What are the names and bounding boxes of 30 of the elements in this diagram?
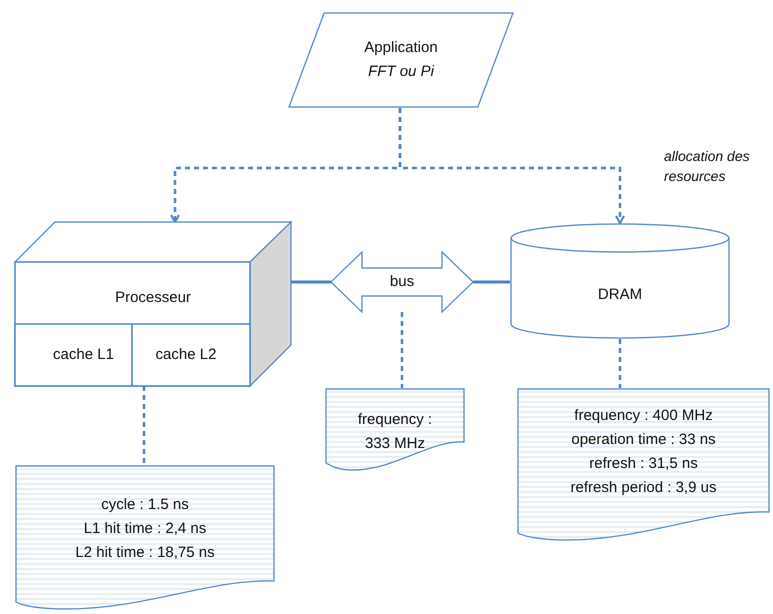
cache-cell	[132, 324, 250, 386]
bus-double-arrow	[331, 252, 473, 312]
cache-cell	[15, 324, 132, 386]
connector-line	[618, 339, 622, 388]
spec-text: refresh : 31,5 ns	[589, 454, 698, 474]
connector-line	[291, 280, 331, 284]
dram-cylinder	[510, 223, 730, 339]
spec-text: frequency : 333 MHz	[356, 410, 434, 454]
connector-line	[473, 280, 510, 284]
arrow	[398, 108, 625, 224]
spec-document	[517, 388, 770, 542]
spec-document	[15, 465, 275, 611]
spec-document	[325, 388, 465, 472]
node-label: cache L2	[156, 345, 216, 365]
node-label: Application	[364, 38, 438, 58]
connector-line	[142, 386, 146, 465]
connector-line	[400, 312, 404, 388]
node-label: bus	[390, 272, 414, 292]
spec-text: frequency : 400 MHz	[574, 406, 713, 426]
node-label: cache L1	[53, 345, 114, 365]
node-label: DRAM	[598, 285, 642, 305]
node-subtitle: FFT ou Pi	[368, 62, 434, 82]
spec-text: refresh period : 3,9 us	[570, 478, 716, 498]
annotation-text: allocation des resources	[664, 147, 751, 186]
node-label: Processeur	[115, 288, 191, 308]
spec-text: L2 hit time : 18,75 ns	[75, 543, 215, 563]
spec-text: L1 hit time : 2,4 ns	[84, 519, 206, 539]
input-parallelogram	[288, 12, 514, 108]
spec-text: cycle : 1.5 ns	[101, 495, 189, 515]
spec-text: operation time : 33 ns	[571, 430, 716, 450]
